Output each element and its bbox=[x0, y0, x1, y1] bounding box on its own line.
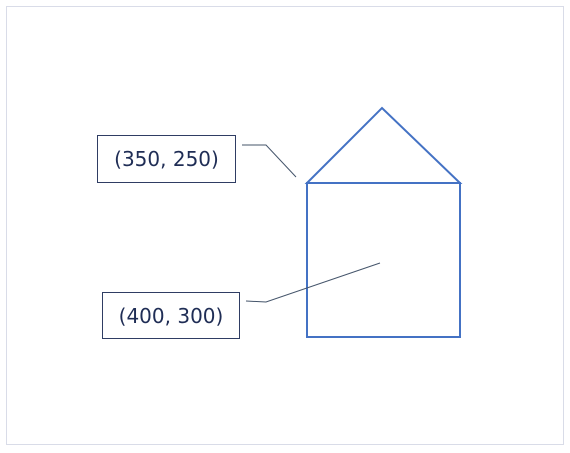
roof-triangle bbox=[304, 106, 463, 184]
callout-center: (400, 300) bbox=[102, 292, 240, 339]
leader-line-bottom bbox=[245, 262, 381, 303]
callout-top-corner: (350, 250) bbox=[97, 135, 236, 183]
callout-center-label: (400, 300) bbox=[118, 303, 224, 328]
house-body-square bbox=[306, 182, 461, 338]
diagram-frame bbox=[6, 6, 564, 445]
callout-top-label: (350, 250) bbox=[114, 147, 219, 171]
leader-line-top bbox=[242, 144, 297, 178]
